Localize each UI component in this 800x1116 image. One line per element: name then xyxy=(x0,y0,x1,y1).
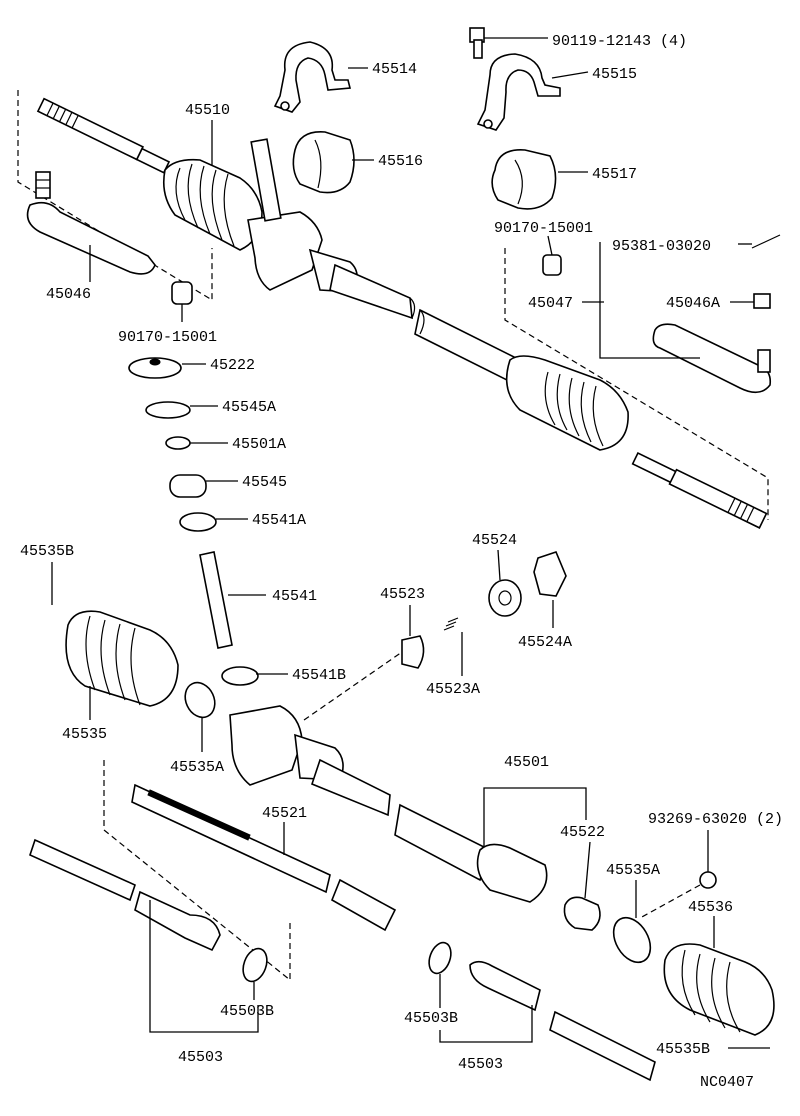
upper-rack-assembly xyxy=(36,97,768,529)
label-45536: 45536 xyxy=(688,899,733,916)
clamp-45535A-right xyxy=(612,916,652,964)
label-45515: 45515 xyxy=(592,66,637,83)
upper-right-boot xyxy=(505,355,629,451)
label-90170-15001-upper: 90170-15001 xyxy=(494,220,593,237)
lower-housing xyxy=(229,705,548,903)
label-45545A: 45545A xyxy=(222,399,276,416)
label-45541A: 45541A xyxy=(252,512,306,529)
washer-45503B-left xyxy=(242,947,268,983)
bolt-90119 xyxy=(469,27,485,59)
nut-90170-upper xyxy=(542,254,562,276)
yoke-45523 xyxy=(401,635,425,669)
label-45046: 45046 xyxy=(46,286,91,303)
upper-left-tie-rod xyxy=(36,97,171,174)
boot-45536 xyxy=(663,943,775,1036)
label-45503-left: 45503 xyxy=(178,1049,223,1066)
label-45524: 45524 xyxy=(472,532,517,549)
right-tie-rod-end xyxy=(652,323,772,394)
label-45535B-upper: 45535B xyxy=(20,543,74,560)
label-45516: 45516 xyxy=(378,153,423,170)
label-90119-12143: 90119-12143 (4) xyxy=(552,33,687,50)
label-45535: 45535 xyxy=(62,726,107,743)
label-45501A: 45501A xyxy=(232,436,286,453)
label-45501: 45501 xyxy=(504,754,549,771)
nut-90170-lower xyxy=(171,281,193,305)
label-45523A: 45523A xyxy=(426,681,480,698)
lower-left-tie-rod xyxy=(29,838,221,952)
label-45046A: 45046A xyxy=(666,295,720,312)
clamp-45515 xyxy=(476,53,561,131)
figure-code: NC0407 xyxy=(700,1074,754,1091)
nut-45524A xyxy=(533,551,567,597)
lower-right-tie-rod xyxy=(469,960,656,1082)
left-tie-rod-end xyxy=(26,171,156,275)
label-45524A: 45524A xyxy=(518,634,572,651)
rack-45521 xyxy=(131,783,397,932)
label-45047: 45047 xyxy=(528,295,573,312)
leader-lines xyxy=(51,37,770,1049)
upper-main-tube xyxy=(329,263,521,386)
clamp-45535A-left xyxy=(184,681,216,719)
label-45503B-left: 45503B xyxy=(220,1003,274,1020)
label-45510: 45510 xyxy=(185,102,230,119)
label-45514: 45514 xyxy=(372,61,417,78)
spring-45523A xyxy=(443,617,459,631)
bushing-45516 xyxy=(292,131,355,194)
nut-45046A xyxy=(753,293,771,309)
label-45523: 45523 xyxy=(380,586,425,603)
label-45541: 45541 xyxy=(272,588,317,605)
label-45522: 45522 xyxy=(560,824,605,841)
label-45222: 45222 xyxy=(210,357,255,374)
label-45545: 45545 xyxy=(242,474,287,491)
label-45503B-right: 45503B xyxy=(404,1010,458,1027)
label-90170-15001-lower: 90170-15001 xyxy=(118,329,217,346)
label-45517: 45517 xyxy=(592,166,637,183)
dashed-outlines xyxy=(17,90,769,982)
label-93269-63020: 93269-63020 (2) xyxy=(648,811,783,828)
guide-45522 xyxy=(563,896,601,931)
washer-45503B-right xyxy=(428,941,452,975)
pin-95381 xyxy=(751,234,781,249)
clip-93269 xyxy=(699,871,717,889)
upper-right-tie-rod xyxy=(631,451,768,529)
pinion-stack xyxy=(128,357,259,686)
upper-left-boot xyxy=(162,158,263,251)
label-45503-right: 45503 xyxy=(458,1056,503,1073)
label-95381-03020: 95381-03020 xyxy=(612,238,711,255)
clamp-45514 xyxy=(273,41,352,113)
label-45535A-right: 45535A xyxy=(606,862,660,879)
bushing-45517 xyxy=(491,149,557,210)
plug-45524 xyxy=(488,579,522,617)
label-45521: 45521 xyxy=(262,805,307,822)
callout-labels: 90119-12143 (4) 45514 45515 45510 45516 … xyxy=(20,33,783,1091)
boot-45535 xyxy=(65,610,179,707)
label-45535A-left: 45535A xyxy=(170,759,224,776)
label-45535B-lower: 45535B xyxy=(656,1041,710,1058)
label-45541B: 45541B xyxy=(292,667,346,684)
